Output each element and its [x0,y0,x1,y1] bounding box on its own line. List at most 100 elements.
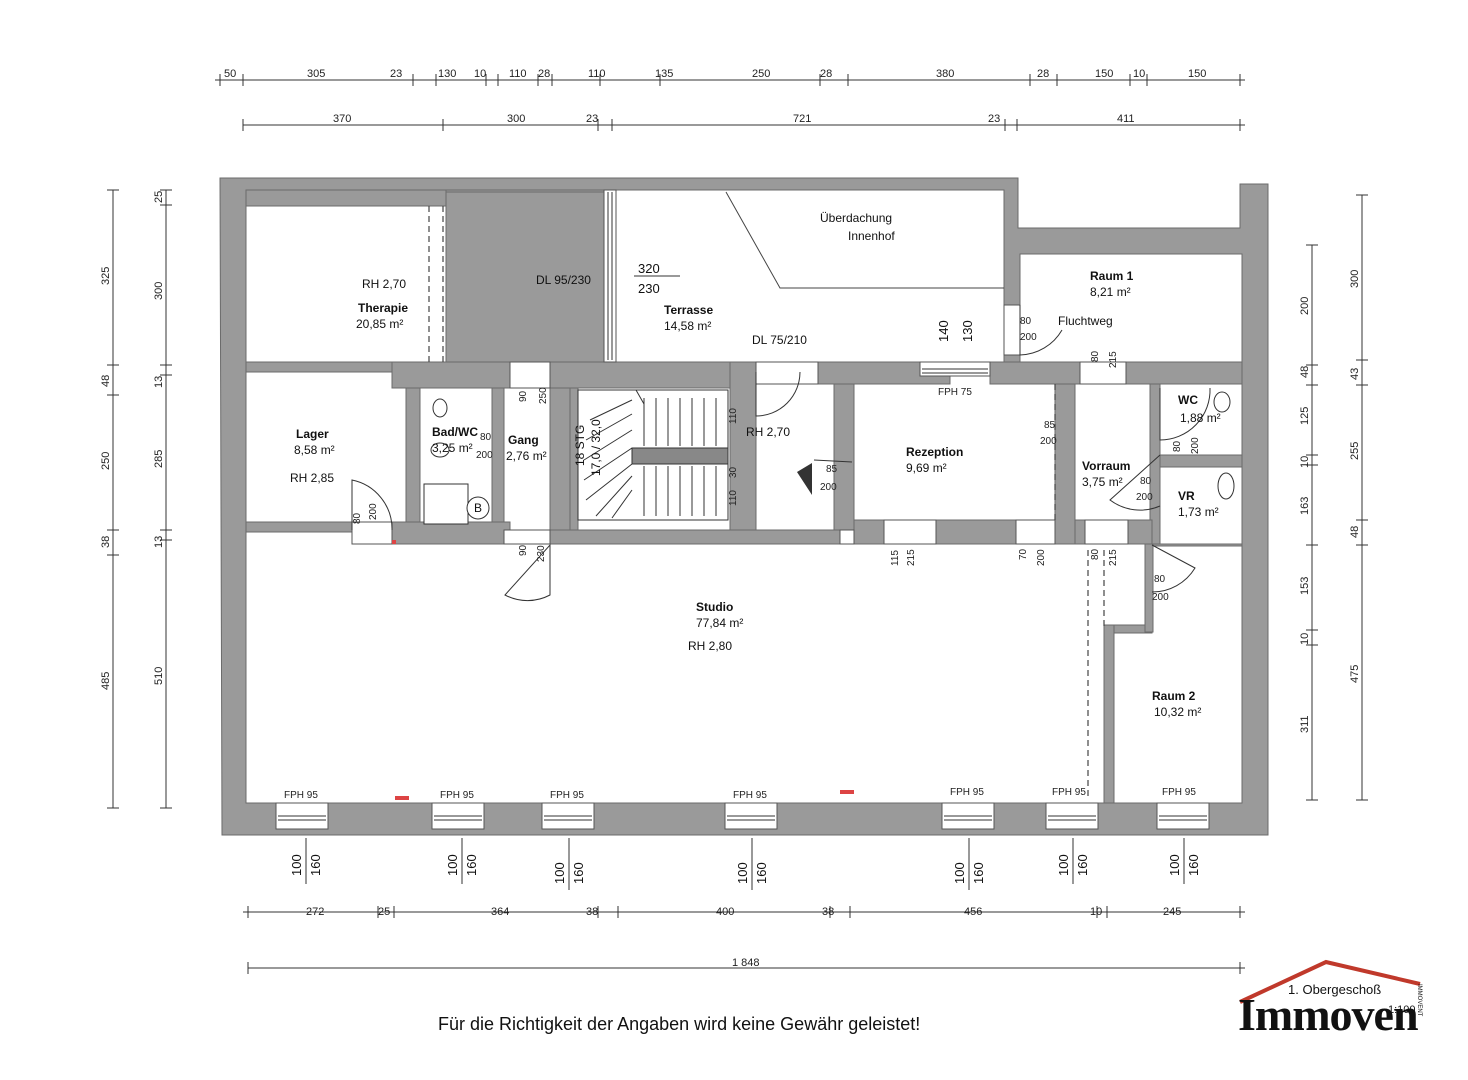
dims-left-inner: 25 300 13 285 13 510 [153,191,165,685]
dim-label: 456 [964,906,982,918]
rezeption-area: 9,69 m² [906,461,947,475]
dim-label: 370 [333,113,351,125]
therapie-height: RH 2,70 [362,277,406,291]
door-215: 215 [1108,351,1119,368]
room-labels: RH 2,70 Therapie 20,85 m² DL 95/230 320 … [290,211,1221,719]
dim-label: 380 [936,68,954,80]
dim-label: 150 [1095,68,1113,80]
dim-label: 272 [306,906,324,918]
door-250: 250 [538,387,549,404]
canopy-label-1: Überdachung [820,211,892,225]
dim-label: 510 [153,667,165,685]
dim-label: 130 [438,68,456,80]
dim-label: 135 [655,68,673,80]
vorraum-area: 3,75 m² [1082,475,1123,489]
disclaimer-text: Für die Richtigkeit der Angaben wird kei… [438,1014,921,1034]
dim-label: 50 [224,68,236,80]
dim-label: 48 [1299,366,1311,378]
dim-label: 10 [1133,68,1145,80]
dim-label: 10 [1299,456,1311,468]
window-height: 160 [571,862,586,884]
dim-label: 285 [153,450,165,468]
door-85: 85 [1044,420,1056,431]
dimension-ticks [107,74,1368,974]
door-80: 80 [1140,476,1152,487]
window-glazing [278,192,1207,821]
dims-top-row2: 370 300 23 721 23 411 [333,113,1135,125]
door-200: 200 [1020,332,1037,343]
dim-label: 28 [820,68,832,80]
window-height: 160 [754,862,769,884]
dim-label: 300 [507,113,525,125]
dim-label: 25 [153,191,165,203]
staircase [577,389,729,521]
dim-label: 23 [988,113,1000,125]
wc-toilet-icon [1213,391,1231,413]
studio-name: Studio [696,600,733,614]
window-width: 100 [1056,854,1071,876]
wc-area: 1,88 m² [1180,411,1221,425]
door-230: 230 [536,545,547,562]
window-fph95: FPH 95 [550,790,584,801]
boiler-label: B [474,501,482,515]
dim-label: 250 [100,452,112,470]
dim-label: 48 [100,375,112,387]
dims-top-row1: 50 305 23 130 10 110 28 110 135 250 28 3… [224,68,1206,80]
vorraum-name: Vorraum [1082,459,1130,473]
vr-sink-icon [1217,472,1235,500]
window-size-pair: 100 160 [552,838,586,890]
studio-height: RH 2,80 [688,639,732,653]
dim-label: 150 [1188,68,1206,80]
door-80: 80 [1090,350,1101,362]
door-80: 80 [1154,574,1166,585]
door-200: 200 [820,482,837,493]
door-30: 30 [728,466,739,478]
window-fph95: FPH 95 [440,790,474,801]
opening-dimensions: 80 200 90 250 80 200 90 230 110 30 110 8… [352,350,1201,603]
dim-label: 48 [1349,526,1361,538]
window-height: 160 [464,854,479,876]
scale-label: 1:100 [1388,1004,1416,1016]
rezeption-name: Rezeption [906,445,963,459]
dim-label: 163 [1299,497,1311,515]
door-90: 90 [518,390,529,402]
window-width: 100 [952,862,967,884]
dimension-lines [112,79,1363,969]
door-80: 80 [1172,440,1183,452]
terrasse-name: Terrasse [664,303,713,317]
dim-label: 721 [793,113,811,125]
window-size-pair: 100 160 [445,838,479,884]
window-fph95: FPH 95 [284,790,318,801]
door-dl75-label: DL 75/210 [752,333,807,347]
dim-label: 400 [716,906,734,918]
door-115: 115 [890,550,901,566]
door-70: 70 [1018,548,1029,560]
door-200: 200 [1040,436,1057,447]
stair-ratio: 17,0 / 32,0 [589,419,603,476]
door-85: 85 [826,464,838,475]
boiler-icon [466,496,490,520]
therapie-name: Therapie [358,301,408,315]
stair-steps: 18 STG [573,425,587,466]
dim-label: 38 [100,536,112,548]
door-200: 200 [1136,492,1153,503]
vr-area: 1,73 m² [1178,505,1219,519]
window-height: 160 [1186,854,1201,876]
door-130: 130 [960,320,975,342]
canopy-label-2: Innenhof [848,229,895,243]
dim-label: 305 [307,68,325,80]
window-fph95: FPH 95 [1162,787,1196,798]
logo-wordmark: Immoven [1238,989,1419,1040]
door-80: 80 [1090,548,1101,560]
window-width: 100 [735,862,750,884]
door-200: 200 [1152,592,1169,603]
dim-label: 475 [1349,665,1361,683]
window-fph95: FPH 95 [950,787,984,798]
window-width: 100 [289,854,304,876]
vr-name: VR [1178,489,1195,503]
window-fph95: FPH 95 [733,790,767,801]
shower-icon [423,483,469,525]
dim-label: 300 [1349,270,1361,288]
dim-label: 38 [586,906,598,918]
